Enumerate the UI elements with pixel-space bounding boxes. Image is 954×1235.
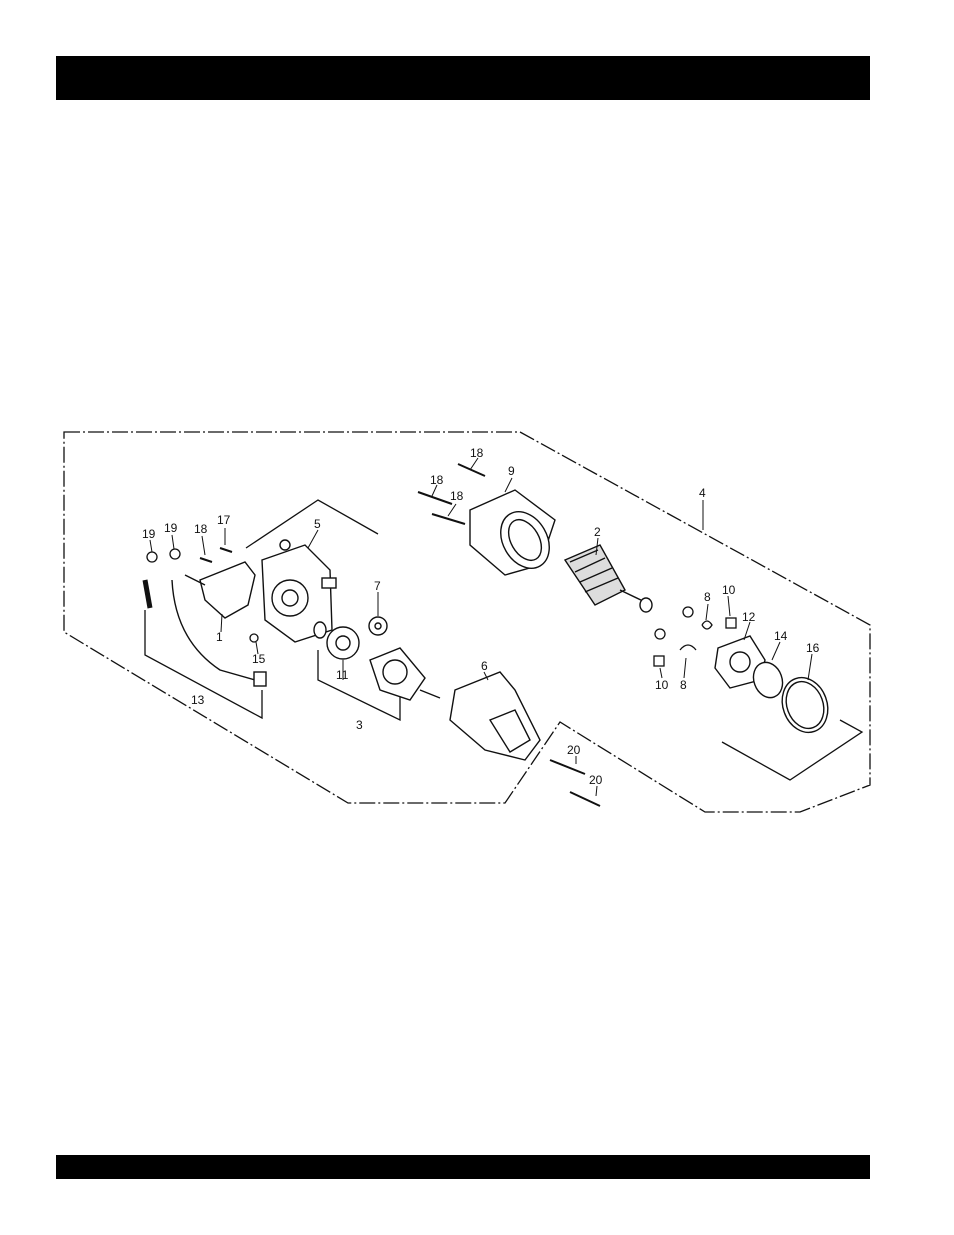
callout-8: 8	[704, 590, 711, 604]
gear-housing-part-6	[450, 672, 540, 760]
yoke-housing-part-9	[470, 490, 559, 577]
callout-9: 9	[508, 464, 515, 478]
callout-3: 3	[356, 718, 363, 732]
callout-16: 16	[806, 641, 820, 655]
callout-19: 19	[142, 527, 156, 541]
callout-20: 20	[567, 743, 581, 757]
screw-18	[200, 558, 212, 562]
callout-4: 4	[699, 486, 706, 500]
washer	[314, 622, 326, 638]
callout-14: 14	[774, 629, 788, 643]
solenoid-part-1	[185, 562, 255, 618]
through-bolt-18	[458, 464, 485, 476]
callout-13: 13	[191, 693, 205, 707]
callout-18: 18	[430, 473, 444, 487]
callout-20: 20	[589, 773, 603, 787]
gear-part-7	[369, 617, 387, 635]
callout-18: 18	[194, 522, 208, 536]
group-4-bracket	[722, 720, 862, 780]
screw-8	[655, 629, 665, 639]
callout-10: 10	[722, 583, 736, 597]
callout-12: 12	[742, 610, 756, 624]
brush-spring-8	[680, 645, 696, 650]
footer-bar	[56, 1155, 870, 1179]
callout-8: 8	[680, 678, 687, 692]
o-ring-part-16	[775, 671, 835, 739]
nut-19	[170, 549, 180, 559]
callout-2: 2	[594, 525, 601, 539]
screw-15	[250, 634, 258, 642]
gear-part-11	[327, 627, 359, 659]
screw-17	[220, 548, 232, 552]
through-bolt-18	[418, 492, 452, 504]
nut-19	[147, 552, 157, 562]
brush-spring-8	[702, 621, 712, 629]
callout-17: 17	[217, 513, 231, 527]
callout-18: 18	[470, 446, 484, 460]
callout-1: 1	[216, 630, 223, 644]
brush-10	[654, 656, 664, 666]
armature-part-2	[565, 545, 652, 612]
overrunning-clutch-part-3	[370, 648, 440, 700]
bolt-20	[570, 792, 600, 806]
callout-5: 5	[314, 517, 321, 531]
screw-8	[683, 607, 693, 617]
callout-15: 15	[252, 652, 266, 666]
callout-19: 19	[164, 521, 178, 535]
callout-7: 7	[374, 579, 381, 593]
brush-10	[726, 618, 736, 628]
callout-18: 18	[450, 489, 464, 503]
callout-11: 11	[336, 668, 349, 682]
callout-10: 10	[655, 678, 669, 692]
bolt-20	[550, 760, 585, 774]
callout-6: 6	[481, 659, 488, 673]
